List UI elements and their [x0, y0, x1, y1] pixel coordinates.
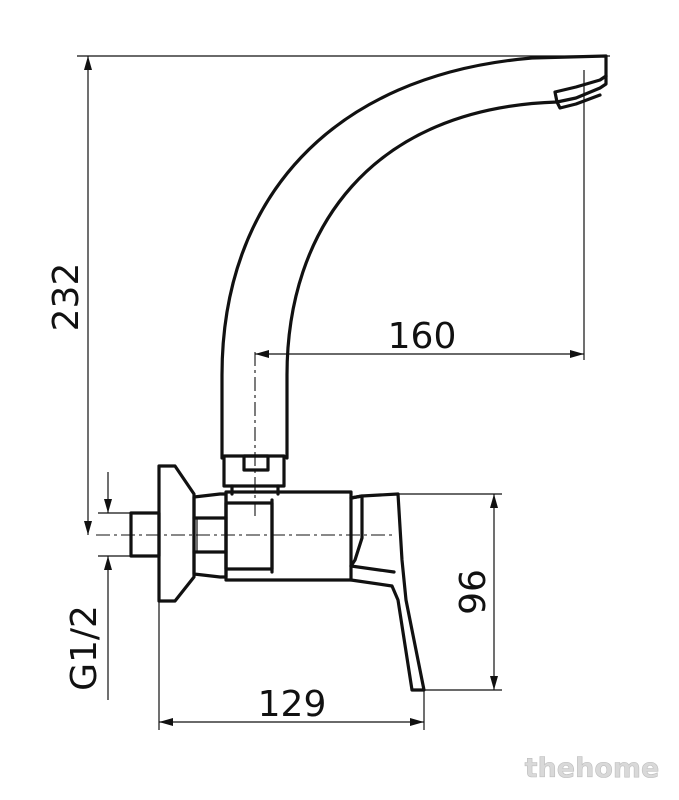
- dimension-handle-label: 96: [453, 569, 494, 615]
- dimension-length: 129: [158, 601, 425, 730]
- dimension-reach: 160: [255, 70, 585, 360]
- wall-flange: [157, 464, 196, 603]
- lever-handle: [349, 492, 426, 692]
- dimension-length-label: 129: [258, 684, 327, 725]
- center-lines: [96, 352, 392, 536]
- dimension-reach-label: 160: [388, 316, 457, 357]
- valve-body: [224, 490, 353, 582]
- spout: [220, 54, 608, 460]
- dimension-height: 232: [46, 55, 610, 535]
- dimension-thread: G1/2: [64, 472, 131, 700]
- watermark-text: thehome: [525, 753, 660, 784]
- dimension-thread-label: G1/2: [64, 605, 105, 691]
- dimension-handle: 96: [398, 493, 502, 691]
- spout-collar: [222, 454, 286, 496]
- dimension-height-label: 232: [46, 263, 87, 332]
